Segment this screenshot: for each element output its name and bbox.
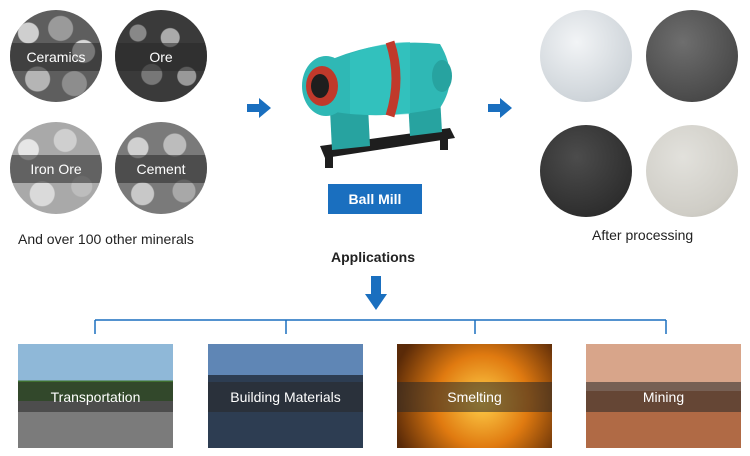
application-label: Smelting: [397, 382, 552, 412]
raw-material-iron-ore: Iron Ore: [10, 122, 102, 214]
application-smelting: Smelting: [397, 344, 552, 448]
applications-title: Applications: [331, 249, 416, 265]
ball-mill-illustration: [302, 40, 455, 168]
raw-material-label: Ore: [115, 43, 207, 71]
powder-black-image: [540, 125, 632, 217]
connector-lines: [94, 319, 667, 334]
application-label: Building Materials: [208, 382, 363, 412]
arrow-right-icon: [247, 98, 271, 118]
arrow-right-icon: [488, 98, 512, 118]
powder-gray-image: [646, 10, 738, 102]
application-label: Mining: [586, 382, 741, 412]
arrow-down-icon: [365, 276, 387, 310]
raw-materials-caption: And over 100 other minerals: [18, 231, 194, 247]
ball-mill-label: Ball Mill: [328, 184, 422, 214]
application-building-materials: Building Materials: [208, 344, 363, 448]
application-label: Transportation: [18, 382, 173, 412]
powder-white-image: [540, 10, 632, 102]
application-transportation: Transportation: [18, 344, 173, 448]
raw-material-ore: Ore: [115, 10, 207, 102]
raw-material-ceramics: Ceramics: [10, 10, 102, 102]
powder-beige-image: [646, 125, 738, 217]
application-mining: Mining: [586, 344, 741, 448]
raw-material-label: Cement: [115, 155, 207, 183]
output-caption: After processing: [592, 227, 694, 243]
raw-material-cement: Cement: [115, 122, 207, 214]
raw-material-label: Ceramics: [10, 43, 102, 71]
raw-material-label: Iron Ore: [10, 155, 102, 183]
